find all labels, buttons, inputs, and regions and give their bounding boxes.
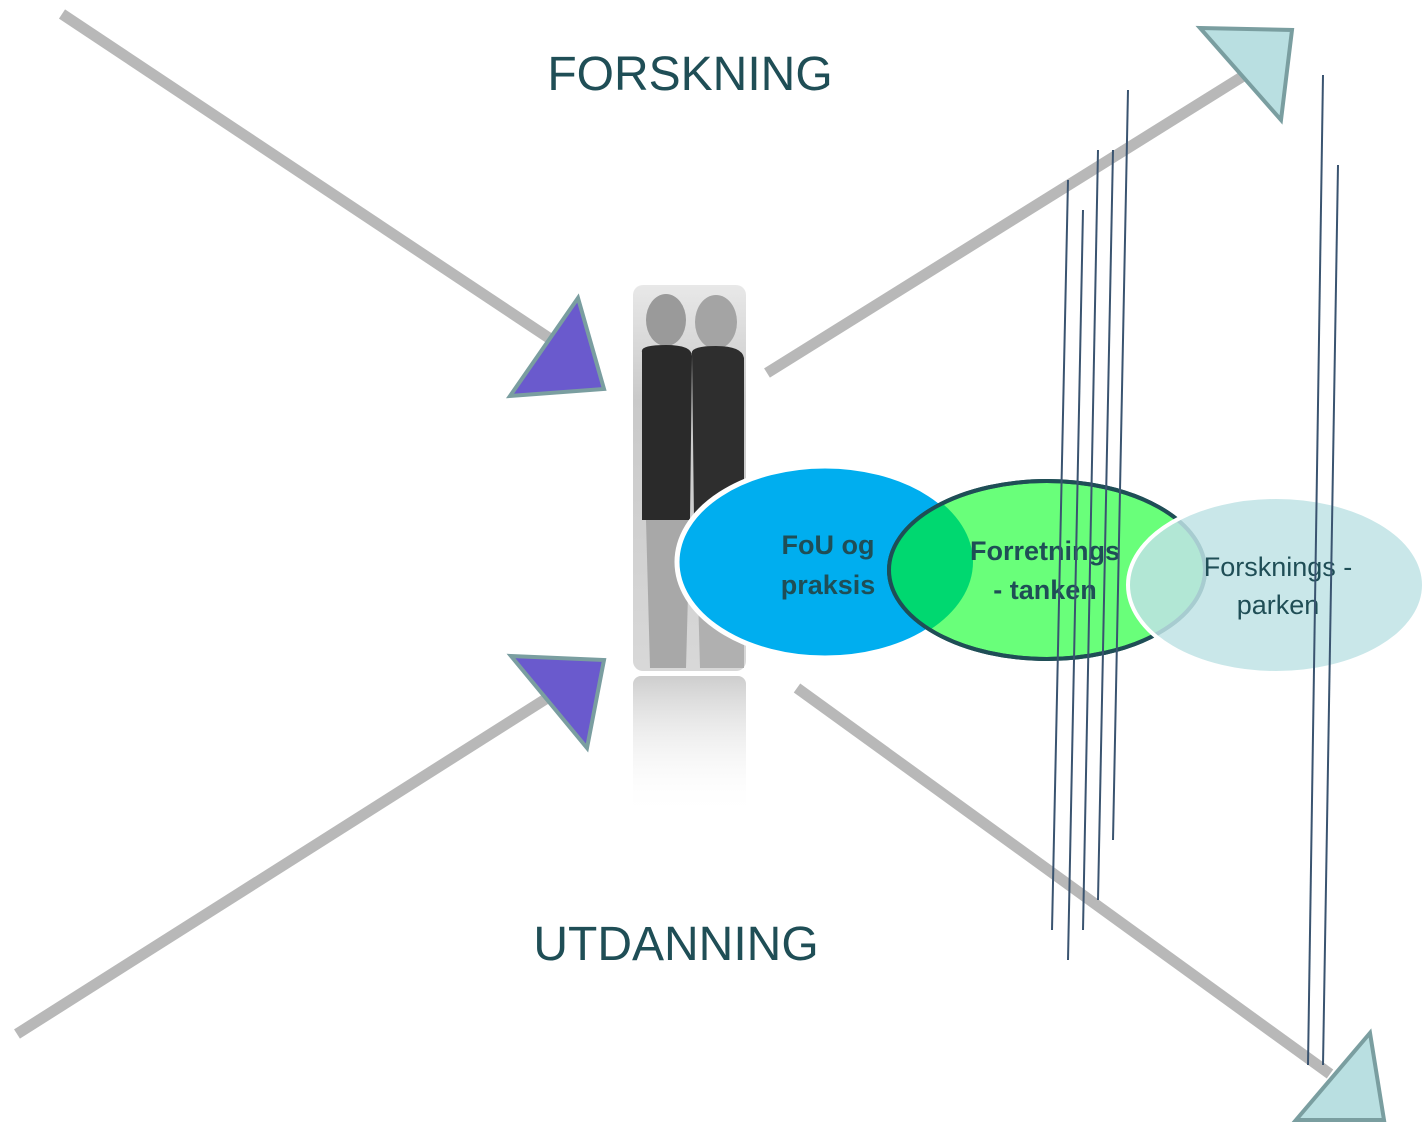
park-line2: parken [1237,590,1320,620]
arrowhead-bottom-left-icon [506,653,607,753]
park-line1: Forsknings - [1204,552,1353,582]
forretning-line1: Forretnings [970,536,1120,566]
arrow-shaft-bottom-right [793,683,1334,1079]
vertical-lines-group [1051,74,1339,1066]
arrow-shaft-top-right [764,70,1248,378]
arrowhead-top-left-icon [505,293,607,399]
ellipse-forskningsparken [1126,495,1423,675]
label-forskning: FORSKNING [547,48,832,101]
arrow-shaft-top-left [58,9,559,347]
arrowhead-top-right-icon [1195,25,1295,125]
arrowhead-bottom-right-icon [1291,1028,1387,1122]
fou-line2: praksis [781,570,876,600]
arrow-shaft-bottom-left [14,690,555,1039]
fou-line1: FoU og [782,530,875,560]
forretning-line2: - tanken [993,575,1097,605]
label-utdanning: UTDANNING [533,918,818,971]
